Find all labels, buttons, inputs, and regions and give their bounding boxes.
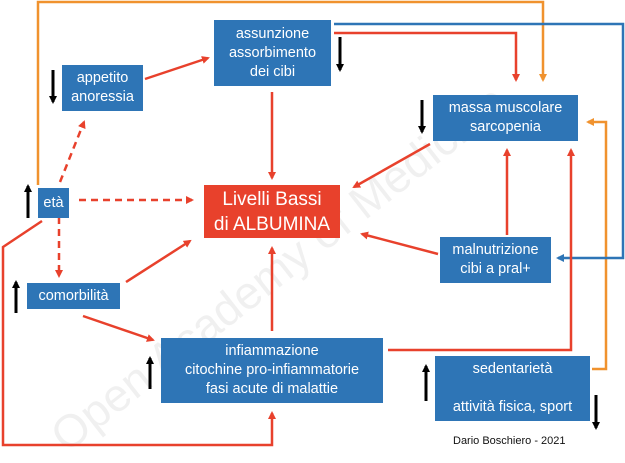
node-label: assorbimento [228, 44, 317, 61]
node-label: sedentarietà [472, 361, 553, 377]
arrow-eta-appetito-dashed [58, 120, 86, 183]
arrows-layer [1, 0, 625, 447]
arrow-eta-infiammazione [1, 219, 276, 447]
node-infiammazione: infiammazione citochine pro-infiammatori… [161, 338, 383, 403]
node-label: malnutrizione [452, 242, 539, 258]
node-eta: età [38, 188, 69, 218]
node-massa-muscolare: massa muscolare sarcopenia [433, 95, 578, 141]
node-label: cibi a pral+ [460, 261, 531, 277]
arrow-assunzione-massa [334, 31, 520, 82]
node-label: comorbilità [38, 287, 109, 304]
arrow-massa-albumina [352, 142, 431, 189]
arrow-comorbilita-infiammazione [82, 314, 155, 342]
node-assunzione: assunzione assorbimento dei cibi [214, 20, 331, 86]
node-label: massa muscolare [448, 100, 563, 116]
signature: Dario Boschiero - 2021 [453, 435, 566, 447]
node-label: fasi acute di malattie [205, 381, 339, 397]
node-albumina: Livelli Bassi di ALBUMINA [204, 185, 340, 238]
arrow-eta-orange [36, 0, 547, 185]
arrow-assunzione-blue [334, 22, 625, 262]
node-sedentarieta: sedentarietà attività fisica, sport [435, 356, 590, 421]
node-label: dei cibi [249, 63, 296, 80]
node-malnutrizione: malnutrizione cibi a pral+ [440, 237, 551, 283]
node-label: citochine pro-infiammatorie [184, 362, 360, 378]
node-label: di ALBUMINA [213, 213, 331, 235]
arrow-infiammazione-massa [388, 148, 575, 352]
arrow-comorbilita-albumina [125, 239, 192, 284]
arrow-appetito-assunzione [144, 56, 210, 81]
node-label: sarcopenia [470, 119, 541, 135]
node-label: infiammazione [225, 343, 319, 359]
arrow-sedentarieta-orange [586, 118, 608, 371]
node-comorbilita: comorbilità [27, 283, 120, 309]
node-label: età [43, 194, 64, 211]
node-appetito: appetito anoressia [62, 65, 143, 111]
node-label: appetito [76, 70, 129, 86]
arrow-malnutrizione-albumina [360, 231, 439, 256]
node-label: Livelli Bassi [222, 188, 322, 210]
node-label: assunzione [235, 25, 310, 42]
node-label: anoressia [71, 89, 134, 105]
node-label: attività fisica, sport [452, 399, 573, 415]
